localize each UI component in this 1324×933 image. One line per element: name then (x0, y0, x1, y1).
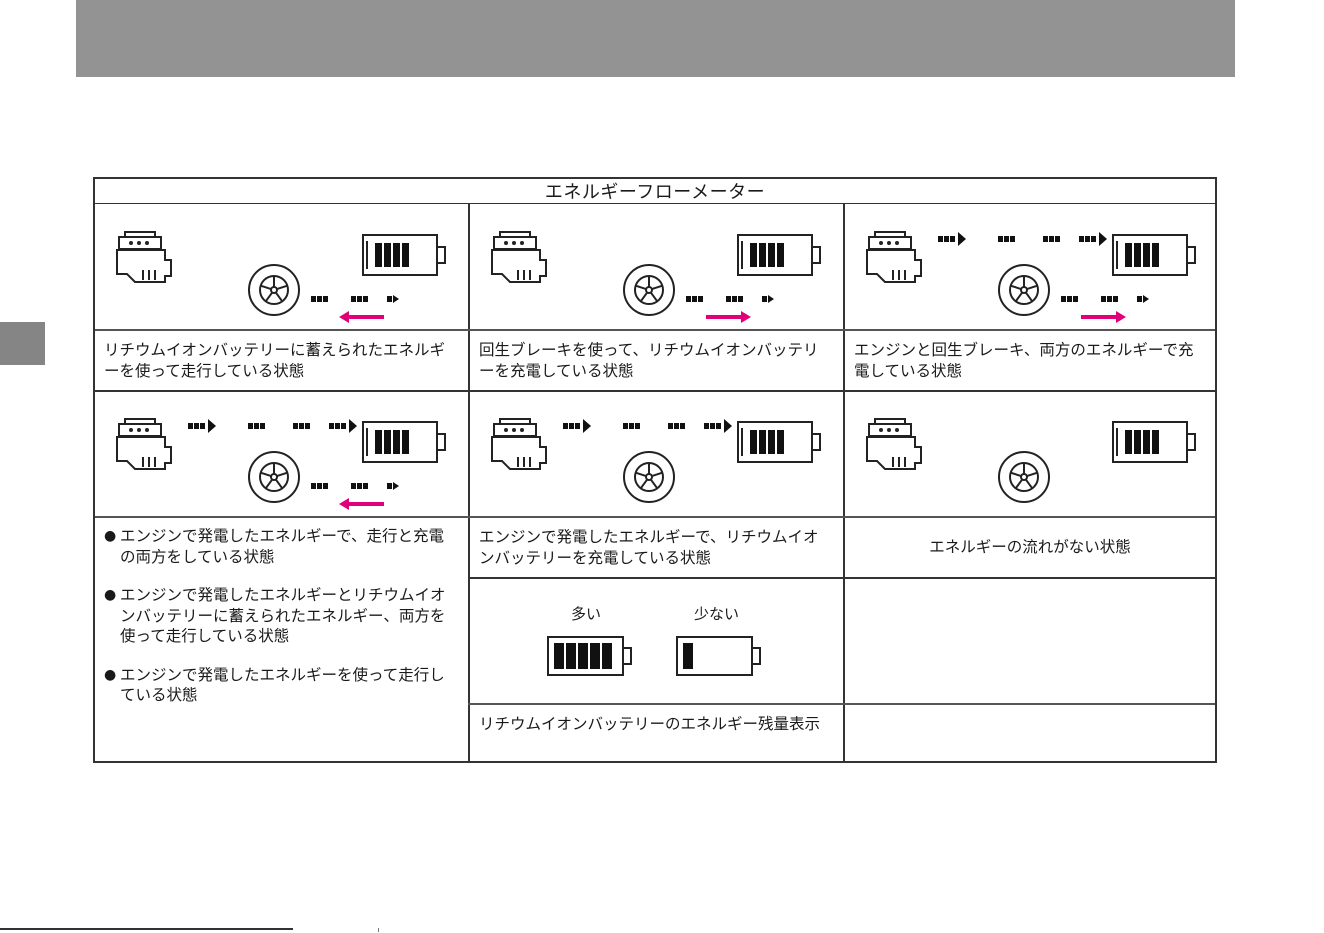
arrow-icon (349, 419, 357, 433)
diagram-engine-drive-charge (95, 391, 469, 517)
energy-arrow-icon (1081, 311, 1126, 323)
battery-low-icon (676, 636, 761, 676)
engine-to-battery-flow (188, 419, 357, 433)
bullet-list: ●エンジンで発電したエネルギーで、走行と充電の両方をしている状態 ●エンジンで発… (95, 516, 468, 724)
engine-icon (491, 231, 547, 283)
diagram-engine-regen-charge (845, 204, 1219, 330)
engine-icon (866, 418, 922, 470)
diagram-engine-charge (470, 391, 844, 517)
engine-icon (866, 231, 922, 283)
header-band (76, 0, 1235, 77)
flow-dashes (938, 232, 966, 246)
arrow-icon (583, 419, 591, 433)
wheel-icon (623, 451, 675, 503)
flow-dashes (351, 296, 368, 302)
flow-dashes (704, 419, 732, 433)
wheel-icon (623, 264, 675, 316)
flow-dashes (726, 296, 743, 302)
mode-caption: リチウムイオンバッテリーに蓄えられたエネルギーを使って走行している状態 (104, 341, 446, 380)
diagram-no-flow (845, 391, 1219, 517)
table-title: エネルギーフローメーター (95, 179, 1215, 204)
wheel-icon (248, 264, 300, 316)
wheel-flow-dashes (1061, 295, 1149, 303)
row-divider (95, 329, 1215, 331)
column-divider (468, 204, 470, 761)
flow-dashes (668, 423, 685, 429)
engine-icon (116, 231, 172, 283)
battery-legend-caption: リチウムイオンバッテリーのエネルギー残量表示 (479, 715, 821, 733)
engine-to-battery-flow (563, 419, 732, 433)
wheel-flow-dashes (311, 482, 399, 490)
flow-dashes (563, 419, 591, 433)
flow-dashes (1079, 232, 1107, 246)
row-divider (95, 516, 1215, 518)
column-divider (843, 204, 845, 761)
arrow-icon (958, 232, 966, 246)
battery-icon (1112, 234, 1196, 276)
bullet-dot-icon: ● (104, 666, 117, 683)
flow-dashes (311, 296, 328, 302)
wheel-icon (248, 451, 300, 503)
battery-low-label: 少ない (694, 605, 740, 623)
energy-flow-table: エネルギーフローメーター リチウムイオンバッテリーに蓄えられたエネルギーを使って… (93, 177, 1217, 763)
energy-arrow-icon (339, 311, 384, 323)
engine-icon (116, 418, 172, 470)
battery-icon (737, 421, 821, 463)
battery-icon (737, 234, 821, 276)
row-divider (95, 390, 1215, 392)
flow-dashes (311, 483, 328, 489)
bullet-item: ●エンジンで発電したエネルギーを使って走行している状態 (104, 665, 445, 705)
engine-icon (491, 418, 547, 470)
bullet-dot-icon: ● (104, 587, 117, 603)
arrow-icon (208, 419, 216, 433)
battery-icon (362, 421, 446, 463)
battery-full-icon (547, 636, 632, 676)
battery-high-label: 多い (571, 605, 602, 623)
flow-dashes (351, 483, 368, 489)
flow-dashes (1101, 296, 1118, 302)
wheel-flow-dashes (311, 295, 399, 303)
battery-icon (362, 234, 446, 276)
wheel-icon (998, 264, 1050, 316)
flow-dashes (1061, 296, 1078, 302)
wheel-icon (998, 451, 1050, 503)
row-divider (468, 577, 1215, 579)
diagram-regen-charge (470, 204, 844, 330)
bullet-item: ●エンジンで発電したエネルギーで、走行と充電の両方をしている状態 (104, 527, 444, 566)
flow-dashes (329, 419, 357, 433)
battery-icon (1112, 421, 1196, 463)
arrow-icon (1099, 232, 1107, 246)
energy-arrow-icon (706, 311, 751, 323)
footer-tick (378, 928, 379, 932)
bullet-item: ●エンジンで発電したエネルギーとリチウムイオンバッテリーに蓄えられたエネルギー、… (104, 586, 446, 645)
mode-caption: エンジンと回生ブレーキ、両方のエネルギーで充電している状態 (854, 341, 1194, 380)
flow-dashes (248, 423, 265, 429)
arrow-icon (724, 419, 732, 433)
flow-dashes (1043, 236, 1060, 242)
energy-arrow-icon (339, 498, 384, 510)
footer-rule (0, 928, 293, 930)
mode-caption: 回生ブレーキを使って、リチウムイオンバッテリーを充電している状態 (479, 341, 819, 380)
flow-dashes (686, 296, 703, 302)
flow-dashes (293, 423, 310, 429)
chapter-tab (0, 322, 45, 365)
mode-caption: エネルギーの流れがない状態 (929, 538, 1131, 556)
diagram-battery-drive (95, 204, 469, 330)
mode-caption: エンジンで発電したエネルギーで、リチウムイオンバッテリーを充電している状態 (479, 528, 819, 567)
wheel-flow-dashes (686, 295, 774, 303)
flow-dashes (998, 236, 1015, 242)
bullet-dot-icon: ● (104, 528, 117, 544)
row-divider (468, 703, 1215, 705)
engine-to-battery-flow (938, 232, 1107, 246)
flow-dashes (188, 419, 216, 433)
flow-dashes (623, 423, 640, 429)
